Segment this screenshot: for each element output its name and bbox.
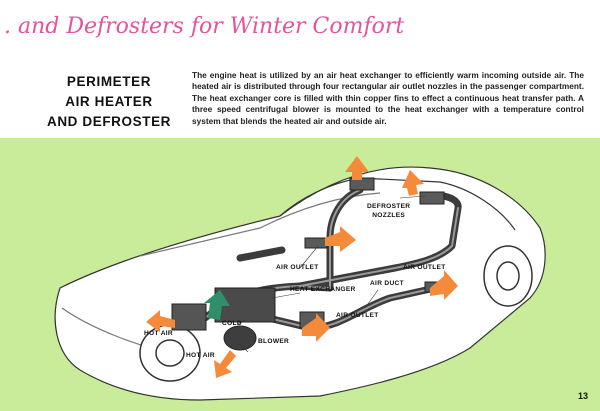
heading-line-1: PERIMETER [66,74,152,89]
leader-lines [237,195,426,353]
body-paragraph: The engine heat is utilized by an air he… [192,70,584,126]
script-title: . and Defrosters for Winter Comfort [4,14,405,39]
car-cutaway-drawing [54,156,546,401]
heater-illustration: DEFROSTER NOZZLES AIR OUTLET AIR OUTLET … [0,138,600,411]
defroster-nozzles-line-2: NOZZLES [372,212,406,219]
cold-air-arrow [204,290,230,320]
hot-air-arrows [146,156,458,378]
cold-label: COLD [222,320,242,327]
heat-exchanger-label: HEAT EXCHANGER [290,286,356,293]
hot-air-bottom-label: HOT AIR [186,352,215,359]
heading-line-2: AIR HEATER [65,94,153,109]
heading-line-3: AND DEFROSTER [46,114,172,129]
air-outlet-center-label: AIR OUTLET [276,264,319,271]
air-outlet-upper-right-label: AIR OUTLET [403,264,446,271]
hot-air-left-label: HOT AIR [144,330,173,337]
section-heading: PERIMETER AIR HEATER AND DEFROSTER [34,72,184,132]
air-outlet-lower-label: AIR OUTLET [336,312,379,319]
defroster-nozzles-line-1: DEFROSTER [367,203,411,210]
defroster-nozzles-label: DEFROSTER NOZZLES [367,202,410,220]
page-number: 13 [577,391,588,401]
wheels [139,245,533,382]
air-duct-label: AIR DUCT [370,280,404,287]
blower-label: BLOWER [258,338,290,345]
